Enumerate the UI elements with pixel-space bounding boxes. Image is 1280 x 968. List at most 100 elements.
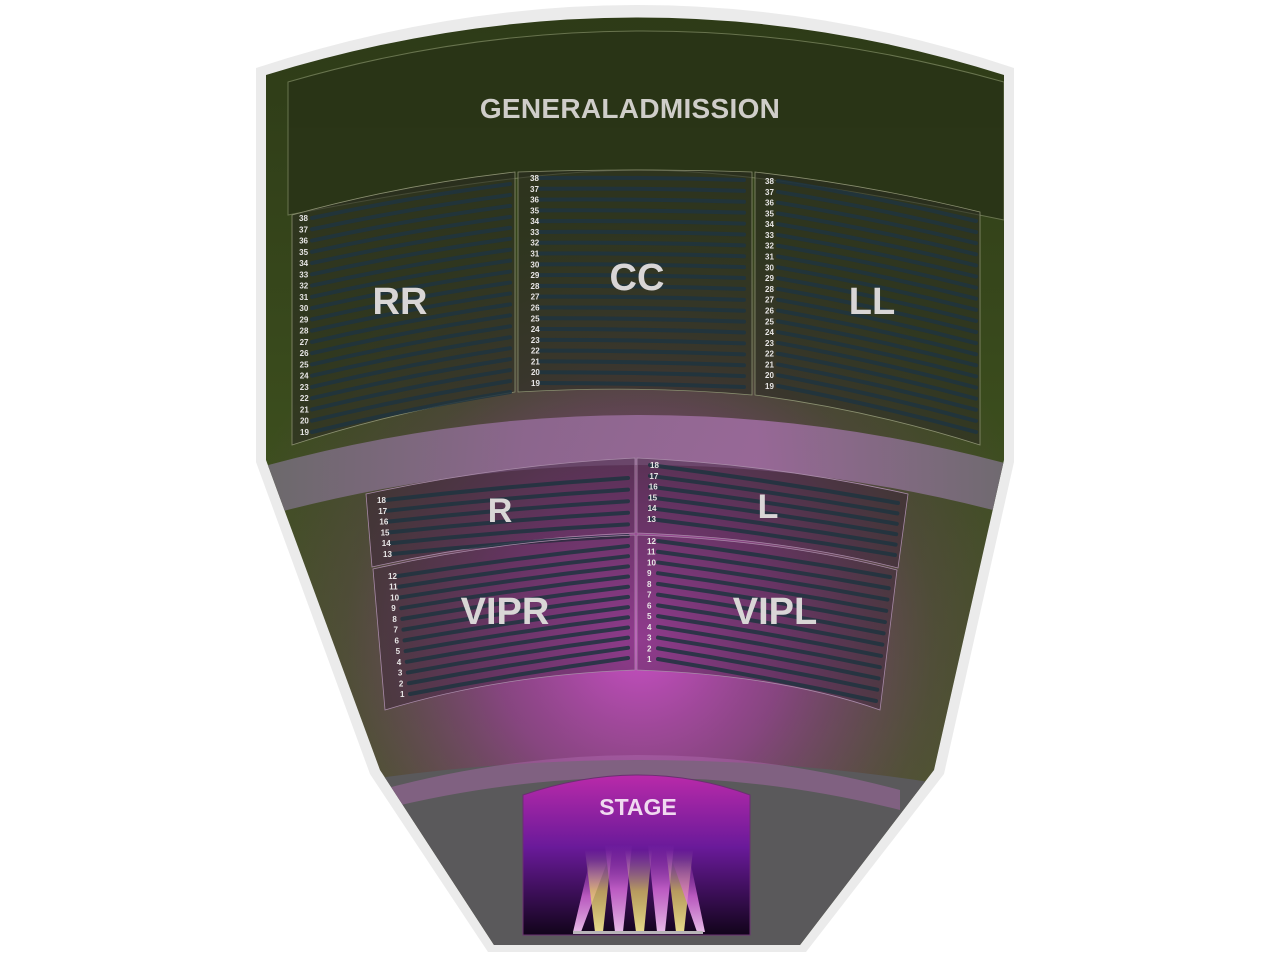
seat-row[interactable] — [656, 635, 881, 681]
seat-row[interactable] — [538, 381, 746, 389]
seat-row[interactable] — [310, 291, 512, 333]
seat-row[interactable] — [538, 240, 746, 248]
seat-row[interactable] — [387, 510, 630, 535]
seat-row[interactable] — [402, 605, 630, 643]
seat-row[interactable] — [776, 308, 978, 357]
seat-row[interactable] — [310, 302, 512, 344]
seat-row[interactable] — [400, 584, 630, 621]
seat-row[interactable] — [776, 286, 978, 335]
seat-row[interactable] — [538, 175, 746, 182]
section-RR[interactable]: 3837363534333231302928272625242322212019… — [291, 171, 516, 446]
seat-row[interactable] — [310, 269, 512, 311]
seat-row[interactable] — [656, 592, 886, 636]
seat-row[interactable] — [538, 327, 746, 335]
seat-row[interactable] — [397, 554, 630, 589]
seat-row[interactable] — [405, 635, 630, 675]
seat-row[interactable] — [404, 625, 630, 664]
seat-row[interactable] — [776, 179, 978, 223]
section-CC[interactable]: 3837363534333231302928272625242322212019… — [517, 169, 753, 396]
seat-row[interactable] — [776, 362, 978, 412]
seat-row[interactable] — [776, 243, 978, 290]
seat-row[interactable] — [538, 186, 746, 193]
seat-row[interactable] — [538, 348, 746, 357]
seat-row[interactable] — [406, 645, 630, 686]
seat-row[interactable] — [776, 222, 978, 268]
seat-row[interactable] — [648, 495, 899, 537]
seat-row[interactable] — [538, 273, 746, 281]
seat-row[interactable] — [399, 574, 630, 611]
seat-row[interactable] — [776, 297, 978, 346]
seat-row[interactable] — [538, 305, 746, 313]
seat-row[interactable] — [310, 368, 512, 412]
seat-row[interactable] — [310, 390, 512, 434]
seat-row[interactable] — [656, 539, 892, 579]
seat-row[interactable] — [648, 473, 900, 516]
seat-row[interactable] — [538, 337, 746, 346]
seat-row[interactable] — [538, 251, 746, 259]
seat-row[interactable] — [538, 359, 746, 368]
seat-row[interactable] — [538, 294, 746, 302]
seat-row[interactable] — [385, 487, 630, 513]
seat-row[interactable] — [776, 200, 978, 246]
seat-row[interactable] — [538, 283, 746, 291]
seat-row[interactable] — [310, 247, 512, 288]
seat-row[interactable] — [656, 646, 880, 692]
seat-row[interactable] — [538, 208, 746, 215]
seat-row[interactable] — [538, 197, 746, 204]
seat-row[interactable] — [776, 254, 978, 301]
seat-row[interactable] — [401, 594, 630, 632]
seat-row[interactable] — [310, 335, 512, 378]
seat-row[interactable] — [310, 236, 512, 277]
seat-row[interactable] — [310, 225, 512, 266]
seat-row[interactable] — [310, 214, 512, 254]
seat-row[interactable] — [656, 603, 885, 647]
seat-row[interactable] — [648, 506, 898, 547]
seat-row[interactable] — [384, 476, 630, 502]
seat-row[interactable] — [408, 656, 630, 696]
seat-row[interactable] — [648, 484, 899, 526]
seat-row[interactable] — [538, 219, 746, 226]
seat-row[interactable] — [403, 615, 630, 654]
seat-row[interactable] — [776, 340, 978, 390]
seat-row[interactable] — [538, 229, 746, 237]
seat-row[interactable] — [776, 189, 978, 235]
seat-row[interactable] — [776, 265, 978, 312]
seat-row[interactable] — [656, 581, 887, 625]
section-LL[interactable]: 3837363534333231302928272625242322212019… — [754, 171, 981, 446]
seat-row[interactable] — [776, 319, 978, 368]
seat-row[interactable] — [648, 517, 897, 557]
seat-row[interactable] — [310, 203, 512, 243]
seat-row[interactable] — [776, 211, 978, 257]
seat-row[interactable] — [656, 624, 882, 670]
seat-row[interactable] — [310, 313, 512, 356]
seat-row[interactable] — [310, 346, 512, 389]
seat-row[interactable] — [776, 232, 978, 279]
seat-row[interactable] — [396, 544, 630, 578]
seat-row[interactable] — [538, 316, 746, 324]
seat-row[interactable] — [656, 571, 889, 613]
seat-row[interactable] — [656, 657, 878, 703]
seat-row[interactable] — [310, 324, 512, 367]
seat-row[interactable] — [386, 499, 630, 524]
seat-row[interactable] — [776, 384, 978, 434]
seat-row[interactable] — [310, 357, 512, 401]
seat-row[interactable] — [310, 280, 512, 322]
seat-row[interactable] — [538, 262, 746, 270]
seat-row[interactable] — [776, 276, 978, 323]
seat-row[interactable] — [656, 614, 884, 658]
seat-row[interactable] — [538, 370, 746, 379]
seat-row[interactable] — [648, 463, 900, 505]
seat-row[interactable] — [776, 330, 978, 379]
seat-row[interactable] — [388, 522, 630, 546]
seat-row[interactable] — [776, 351, 978, 401]
seat-row[interactable] — [310, 192, 512, 232]
seat-row[interactable] — [390, 534, 630, 556]
seat-row[interactable] — [310, 379, 512, 423]
seat-row[interactable] — [310, 258, 512, 299]
seat-row[interactable] — [656, 560, 890, 602]
seat-row[interactable] — [776, 373, 978, 423]
